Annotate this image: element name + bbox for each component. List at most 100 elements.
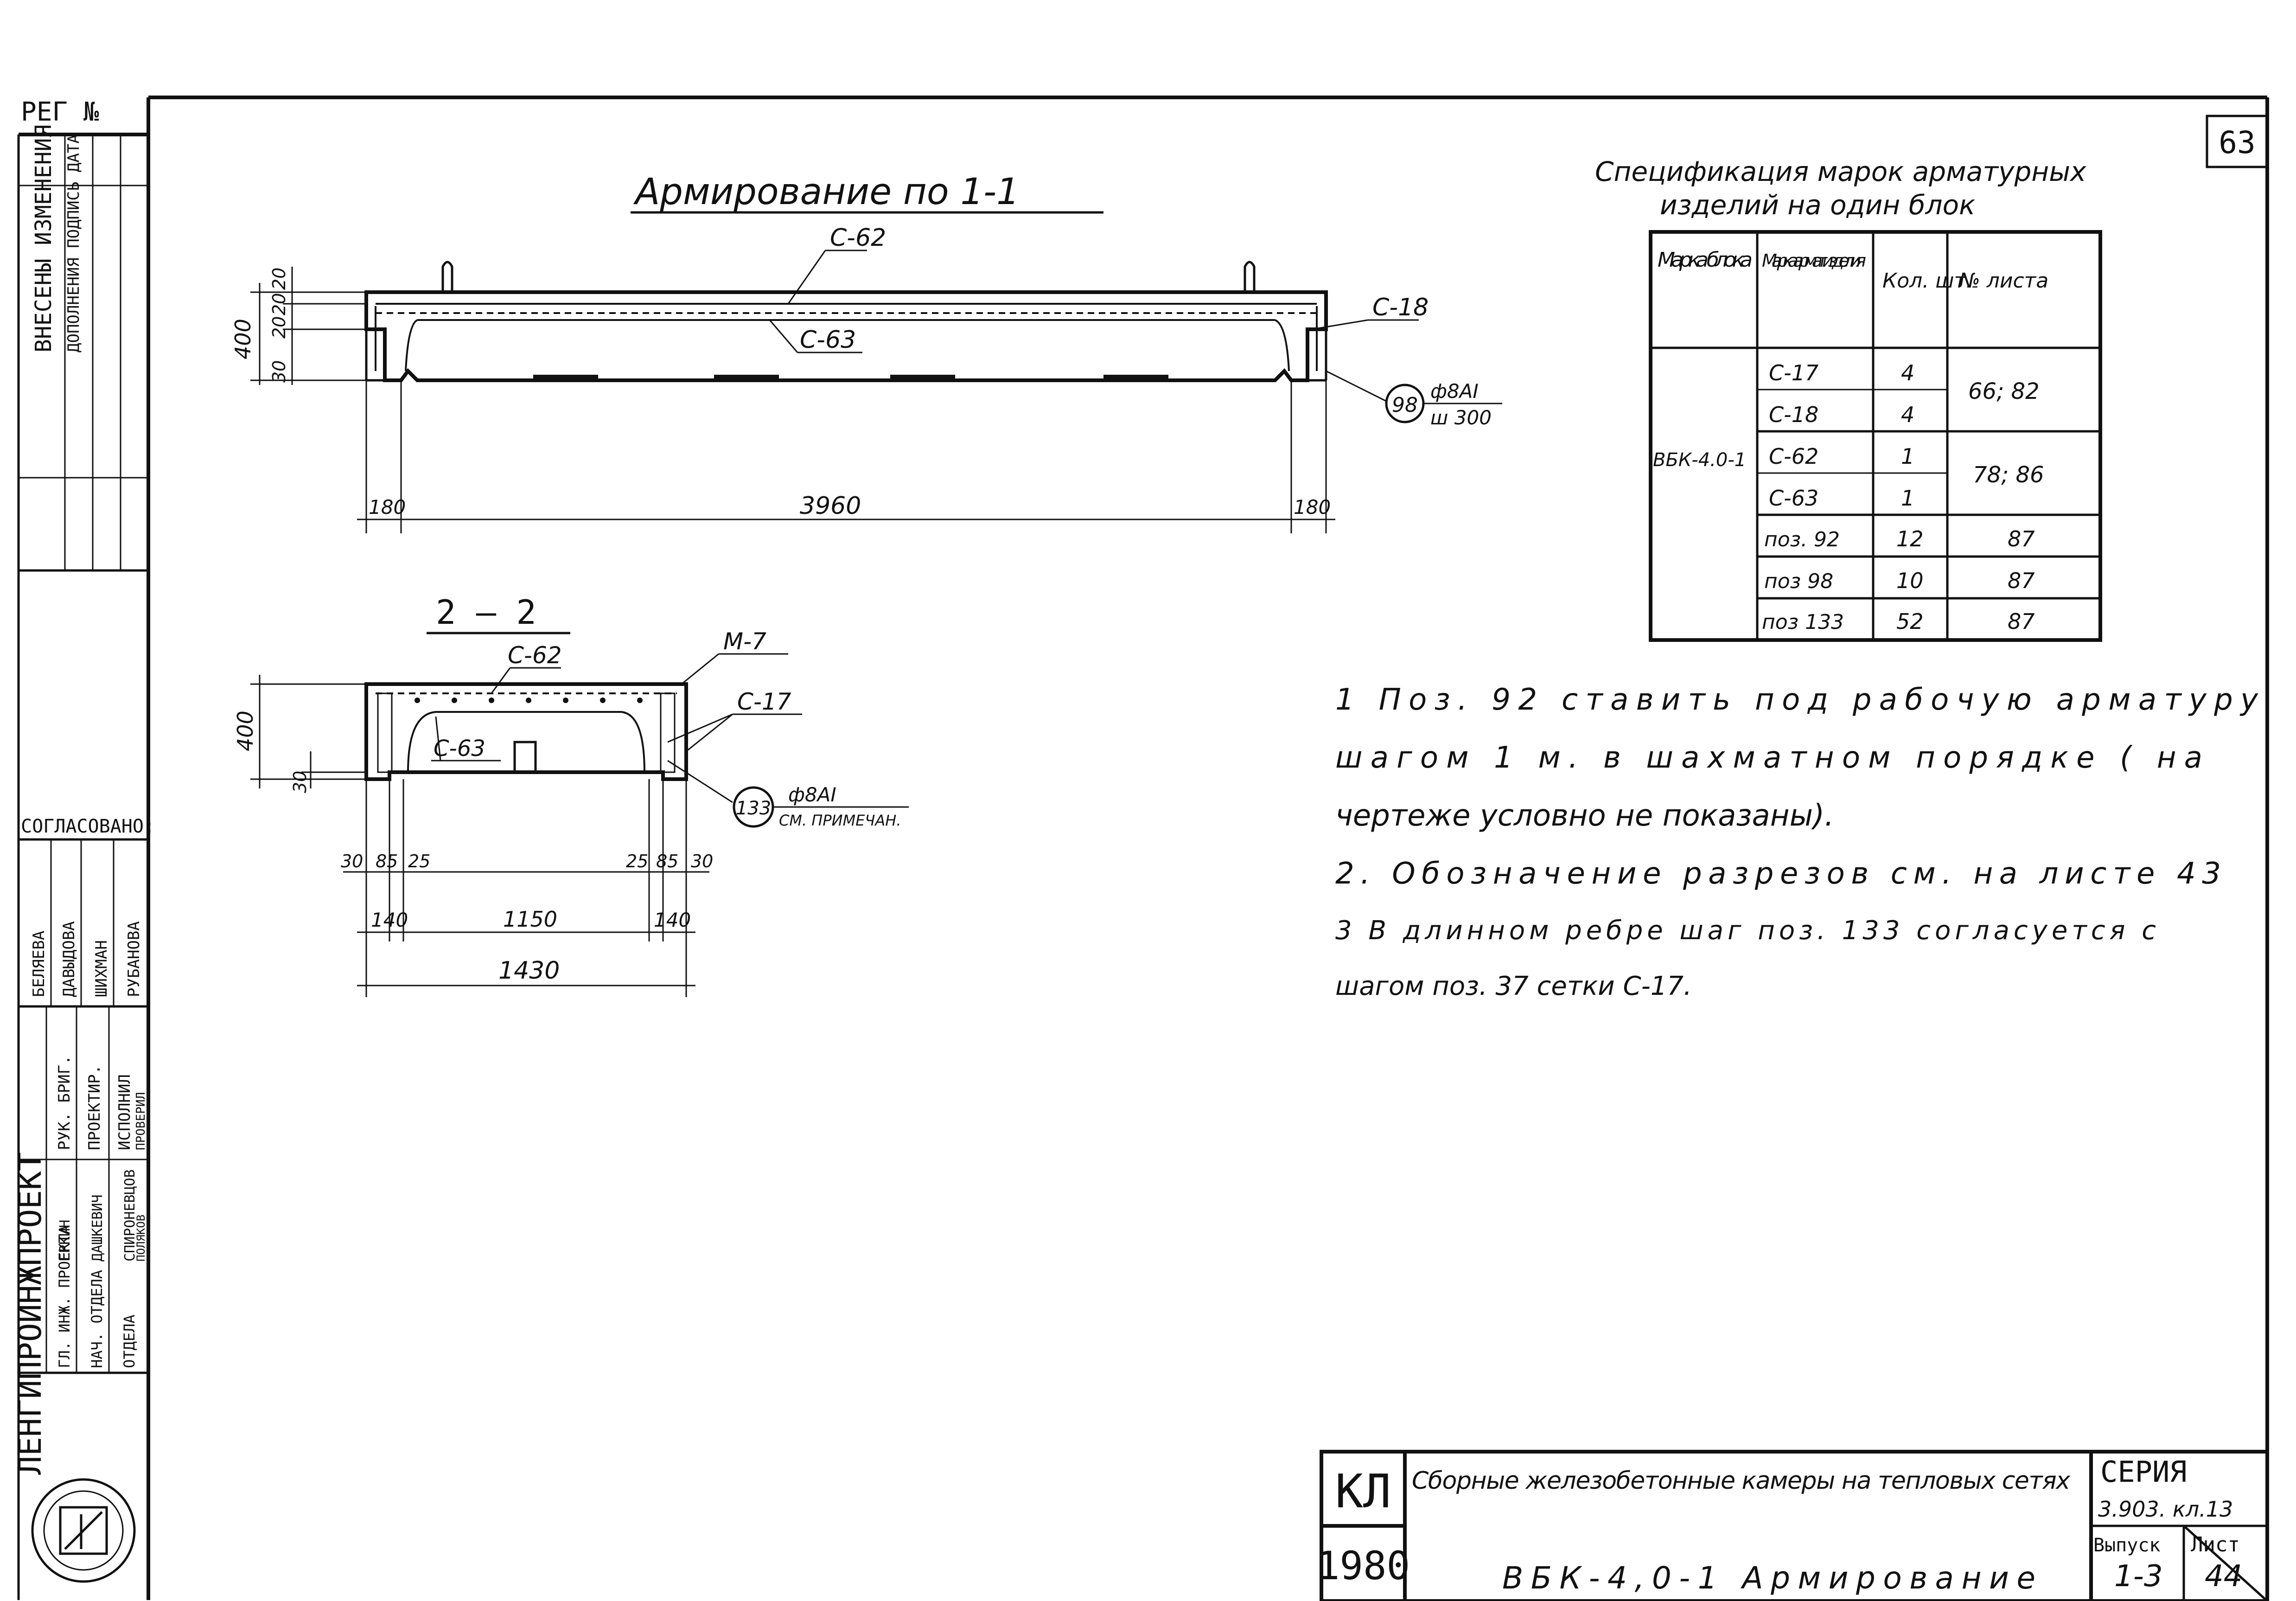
section-2-label-c62: С-62 <box>508 642 562 669</box>
spec-qty-2: 4 <box>1901 402 1914 427</box>
spec-sheet-6: 87 <box>2008 568 2035 593</box>
spec-table: Спецификация марок арматурных изделий на… <box>1595 156 2102 642</box>
section-1-1: Армирование по 1-1 С-62 С-63 <box>230 171 1502 533</box>
staff-name-3: СПИРОНЕВЦОВ <box>122 1169 138 1262</box>
agreed-label: СОГЛАСОВАНО: <box>21 816 155 837</box>
section-2-dim-r1-4: 25 <box>626 851 648 871</box>
section-1-label-c18: С-18 <box>1372 294 1429 321</box>
note-line-4: 2. Обозначение разрезов см. на листе 43 <box>1335 857 2221 891</box>
note-line-2: шагом 1 м. в шахматном порядке ( на <box>1335 741 2202 775</box>
lift-loop-right <box>1244 261 1256 292</box>
spec-sheet-merged-2: 78; 86 <box>1973 462 2044 488</box>
section-1-label-c62: С-62 <box>830 224 886 252</box>
staff-name-2: ДАШКЕВИЧ <box>89 1195 106 1262</box>
changes-sub: ДОПОЛНЕНИЯ ПОДПИСЬ ДАТА <box>64 134 83 352</box>
reg-label: РЕГ № <box>21 97 99 127</box>
left-strip: ВНЕСЕНЫ ИЗМЕНЕНИЯ ДОПОЛНЕНИЯ ПОДПИСЬ ДАТ… <box>12 125 155 1583</box>
spec-head-block: Марка блока <box>1658 248 1753 272</box>
section-2-dim-r2-3: 140 <box>654 909 691 931</box>
title-series-label: СЕРИЯ <box>2100 1455 2187 1489</box>
staff-role-3: ОТДЕЛА <box>121 1314 138 1368</box>
agreed-name-2: ДАВЫДОВА <box>60 921 78 997</box>
title-issue-value: 1-3 <box>2114 1559 2163 1594</box>
section-1-dim-span: 3960 <box>800 492 861 520</box>
spec-sheet-5: 87 <box>2008 526 2035 551</box>
section-2-title: 2 – 2 <box>436 593 536 632</box>
spec-item-4: С-63 <box>1769 486 1818 511</box>
spec-item-6: поз 98 <box>1764 570 1833 593</box>
section-2-2: 2 – 2 С-62 М-7 С-17 С-63 <box>233 593 909 997</box>
embedded-plates <box>533 375 1168 379</box>
section-1-label-c63: С-63 <box>800 326 856 354</box>
spec-qty-3: 1 <box>1901 444 1914 469</box>
spec-title-1: Спецификация марок арматурных <box>1595 156 2086 187</box>
spec-qty-1: 4 <box>1901 360 1914 385</box>
note-line-5: 3 В длинном ребре шаг поз. 133 согласует… <box>1335 916 2156 946</box>
section-2-dim-r1-3: 25 <box>408 851 430 871</box>
spec-item-1: С-17 <box>1769 360 1818 385</box>
section-2-dim-r1-1: 30 <box>341 851 363 871</box>
spec-block-mark: ВБК-4.0-1 <box>1653 449 1746 471</box>
section-1-dim-left: 180 <box>369 496 406 519</box>
spec-item-2: С-18 <box>1769 402 1818 427</box>
staff-role-2: НАЧ. ОТДЕЛА <box>88 1270 106 1368</box>
section-1-dim-bottom: 30 <box>269 360 289 383</box>
section-1-title: Армирование по 1-1 <box>633 171 1020 213</box>
section-1-dim-top-1: 20 <box>269 268 289 290</box>
notes: 1 Поз. 92 ставить под рабочую арматуру ш… <box>1335 683 2258 1001</box>
title-description: Сборные железобетонные камеры на тепловы… <box>1412 1467 2071 1495</box>
spec-head-item: Марка армат. изделия <box>1762 250 1866 271</box>
title-block: КЛ 1980 Сборные железобетонные камеры на… <box>1316 1450 2269 1601</box>
spec-head-sheet: № листа <box>1958 269 2048 293</box>
agreed-name-3: ШИХМАН <box>92 940 111 997</box>
rebar-c63 <box>405 319 1290 371</box>
agreed-role-2: ПРОЕКТИР. <box>85 1065 104 1150</box>
section-2-dim-total: 1430 <box>498 957 560 985</box>
spec-qty-5: 12 <box>1896 526 1924 551</box>
page-number: 63 <box>2219 125 2255 160</box>
section-2-dim-bottom: 30 <box>290 771 310 793</box>
agreed-name-1: БЕЛЯЕВА <box>30 931 48 997</box>
agreed-name-4: РУБАНОВА <box>125 921 143 997</box>
section-2-dim-r1-6: 30 <box>691 851 713 871</box>
section-2-dim-r1-5: 85 <box>656 851 678 871</box>
section-2-label-m7: М-7 <box>723 628 766 655</box>
note-line-1: 1 Поз. 92 ставить под рабочую арматуру <box>1335 683 2258 717</box>
spec-head-qty: Кол. шт. <box>1882 269 1972 293</box>
note-line-6: шагом поз. 37 сетки С-17. <box>1335 971 1692 1001</box>
spec-qty-7: 52 <box>1896 609 1924 634</box>
spec-item-7: поз 133 <box>1762 610 1844 634</box>
section-2-dim-height: 400 <box>233 711 258 751</box>
section-1-dim-right: 180 <box>1294 496 1331 519</box>
spec-item-5: поз. 92 <box>1764 528 1840 551</box>
spec-item-3: С-62 <box>1769 444 1818 469</box>
note-line-3: чертеже условно не показаны). <box>1335 799 1834 833</box>
sheet-frame <box>17 96 2269 1600</box>
section-1-callout-num: 98 <box>1392 393 1418 417</box>
spec-sheet-merged-1: 66; 82 <box>1968 378 2040 404</box>
title-drawing-name: ВБК-4,0-1 Армирование <box>1502 1560 2035 1596</box>
title-sheet-value: 44 <box>2205 1559 2242 1594</box>
beam-outline <box>364 290 1328 382</box>
agreed-role-1: РУК. БРИГ. <box>55 1055 74 1150</box>
agreed-role-4: ПРОВЕРИЛ <box>134 1092 148 1150</box>
section-2-rebar-c63 <box>407 711 645 773</box>
lift-loop-left <box>441 261 453 292</box>
section-2-callout-num: 133 <box>736 798 771 819</box>
org-name: ЛЕНГИПРОИНЖПРОЕКТ <box>12 1152 49 1475</box>
section-1-dim-height: 400 <box>230 319 255 359</box>
section-2-callout-bot: СМ. ПРИМЕЧАН. <box>779 812 901 829</box>
section-1-dim-top-2: 20 <box>269 293 289 315</box>
staff-role-1: ГЛ. ИНЖ. ПРОЕКТА <box>56 1225 73 1368</box>
org-logo <box>31 1478 136 1583</box>
title-series-value: 3.903. кл.13 <box>2098 1497 2233 1522</box>
spec-sheet-7: 87 <box>2008 609 2035 634</box>
staff-name-4: ПОЛЯКОВ <box>134 1215 147 1262</box>
title-sheet-label: Лист <box>2191 1533 2240 1556</box>
title-issue-label: Выпуск <box>2093 1535 2161 1556</box>
staff-name-1: ЕРКИН <box>57 1220 73 1262</box>
section-2-callout-top: ф8AI <box>788 783 836 806</box>
agreed-role-3: ИСПОЛНИЛ <box>115 1074 134 1150</box>
changes-header: ВНЕСЕНЫ ИЗМЕНЕНИЯ <box>31 125 57 352</box>
